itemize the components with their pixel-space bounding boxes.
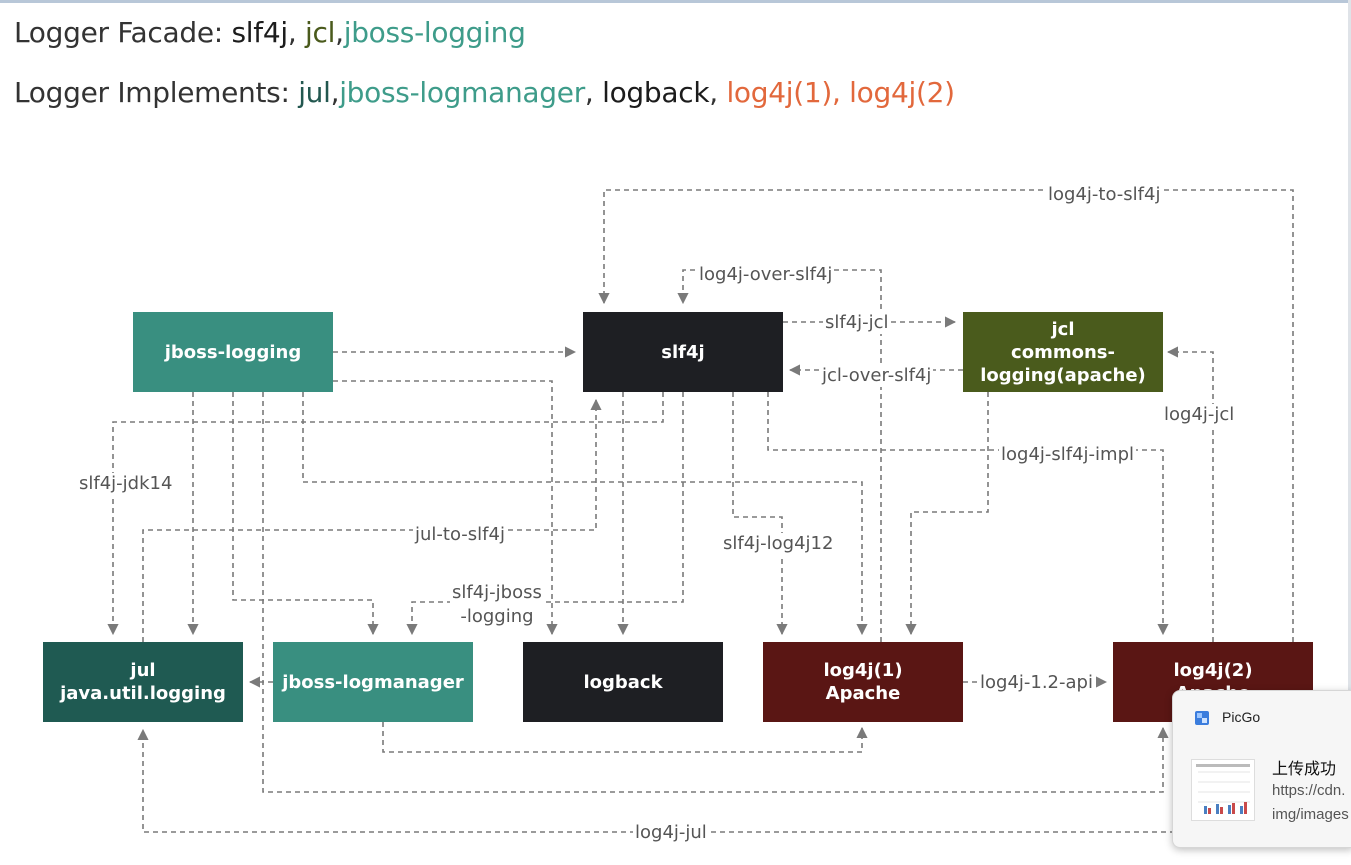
- notification-body-line1: https://cdn.: [1272, 782, 1346, 799]
- edge-jboss-logging-to-log4j2: [262, 392, 1169, 793]
- edge-log4j-slf4j-impl: [767, 392, 1169, 636]
- picgo-icon: [1195, 711, 1209, 725]
- node-jboss-logging-label: jboss-logging: [164, 341, 302, 363]
- node-jboss-logmanager-label: jboss-logmanager: [282, 671, 464, 693]
- impl-sep2: ,: [584, 76, 603, 109]
- notification-body: https://cdn. img/images: [1272, 779, 1349, 827]
- notification-app-name: PicGo: [1222, 709, 1261, 725]
- label-jul-to-slf4j: jul-to-slf4j: [413, 524, 507, 546]
- label-slf4j-jcl: slf4j-jcl: [823, 312, 891, 334]
- window-top-border: [0, 0, 1351, 3]
- facade-jcl: jcl: [305, 16, 336, 49]
- edge-log4j-to-slf4j: [598, 189, 1294, 642]
- edge-jboss-logging-to-log4j1: [302, 392, 868, 636]
- impl-jboss-logmanager: jboss-logmanager: [339, 76, 585, 109]
- node-jul-line2: java.util.logging: [60, 683, 226, 704]
- edge-jcl-to-log4j1: [905, 392, 989, 636]
- notification-body-line2: img/images: [1272, 806, 1349, 823]
- picgo-notification[interactable]: PicGo 上传成功 https://cdn. img/images: [1172, 690, 1351, 848]
- label-slf4j-log4j12: slf4j-log4j12: [721, 533, 836, 555]
- node-slf4j: slf4j: [583, 312, 783, 392]
- notification-title: 上传成功: [1272, 759, 1337, 778]
- node-jboss-logmanager: jboss-logmanager: [273, 642, 473, 722]
- node-log4j1-line1: log4j(1): [823, 660, 903, 681]
- node-jboss-logging: jboss-logging: [133, 312, 333, 392]
- edge-slf4j-jdk14: [107, 392, 664, 636]
- impl-prefix: Logger Implements:: [14, 76, 299, 109]
- label-slf4j-jboss-logging-line1: slf4j-jboss: [452, 582, 542, 603]
- node-logback: logback: [523, 642, 723, 722]
- logger-facade-line: Logger Facade: slf4j, jcl,jboss-logging: [14, 16, 526, 49]
- impl-log4j: log4j(1), log4j(2): [726, 76, 955, 109]
- label-slf4j-jdk14: slf4j-jdk14: [77, 473, 175, 495]
- edge-slf4j-jboss-logging: [406, 392, 684, 636]
- edge-jboss-logging-to-logback: [333, 380, 558, 636]
- facade-prefix: Logger Facade:: [14, 16, 232, 49]
- label-log4j-to-slf4j: log4j-to-slf4j: [1046, 184, 1163, 206]
- node-jcl-line1: jcl: [1051, 318, 1075, 340]
- label-jcl-over-slf4j: jcl-over-slf4j: [820, 365, 934, 387]
- node-jcl-line3: logging(apache): [980, 364, 1146, 386]
- edge-jboss-logging-to-jboss-logmanager: [232, 392, 379, 636]
- node-jcl-line2: commons-: [1011, 341, 1115, 363]
- edge-slf4j-log4j12: [732, 392, 788, 636]
- edge-jul-to-slf4j: [142, 398, 602, 642]
- impl-sep1: ,: [330, 76, 340, 109]
- label-log4j-over-slf4j: log4j-over-slf4j: [697, 264, 835, 286]
- impl-sep3: ,: [709, 76, 727, 109]
- logger-implements-line: Logger Implements: jul,jboss-logmanager,…: [14, 76, 955, 109]
- label-slf4j-jboss-logging: slf4j-jboss -logging: [450, 581, 544, 629]
- label-log4j-1-2-api: log4j-1.2-api: [978, 672, 1095, 694]
- label-log4j-jul: log4j-jul: [633, 822, 709, 844]
- thumbnail-chart-image: [1196, 764, 1250, 814]
- node-jcl: jcl commons- logging(apache): [963, 312, 1163, 392]
- node-log4j2-line1: log4j(2): [1173, 660, 1253, 681]
- label-slf4j-jboss-logging-line2: -logging: [460, 606, 534, 627]
- notification-thumbnail: [1191, 759, 1255, 821]
- facade-jboss-logging: jboss-logging: [343, 16, 526, 49]
- node-jul-line1: jul: [130, 660, 156, 681]
- facade-sep1: ,: [287, 16, 306, 49]
- node-logback-label: logback: [583, 671, 663, 693]
- facade-slf4j: slf4j: [231, 16, 289, 49]
- node-slf4j-label: slf4j: [661, 341, 705, 363]
- edge-log4j-jcl: [1166, 346, 1214, 642]
- label-log4j-slf4j-impl: log4j-slf4j-impl: [999, 444, 1137, 466]
- edge-jboss-logmanager-to-log4j1: [382, 722, 868, 753]
- impl-jul: jul: [298, 76, 331, 109]
- facade-sep2: ,: [335, 16, 344, 49]
- node-log4j1: log4j(1) Apache: [763, 642, 963, 722]
- node-log4j1-line2: Apache: [825, 683, 901, 704]
- edge-log4j-jul: [137, 728, 1175, 833]
- node-jul: jul java.util.logging: [43, 642, 243, 722]
- window-right-border: [1348, 0, 1351, 690]
- impl-logback: logback: [602, 76, 710, 109]
- label-log4j-jcl: log4j-jcl: [1162, 404, 1237, 426]
